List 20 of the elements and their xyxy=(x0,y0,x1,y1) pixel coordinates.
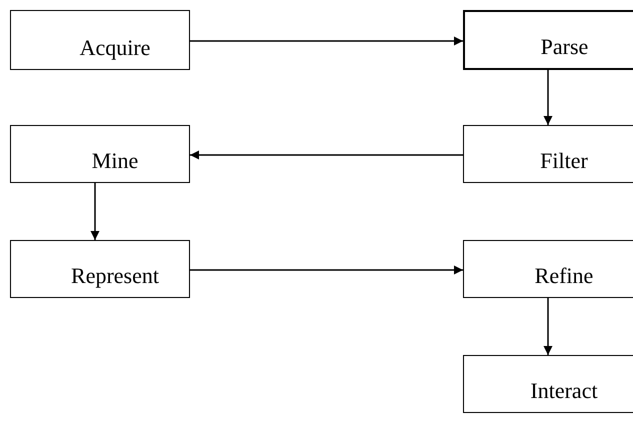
process-box xyxy=(10,10,190,70)
box-label: Refine xyxy=(534,263,594,289)
arrow xyxy=(544,70,552,125)
box-label: Interact xyxy=(529,378,598,404)
arrow xyxy=(90,183,100,240)
process-box xyxy=(463,355,633,413)
arrow xyxy=(190,150,463,160)
box-label: Filter xyxy=(539,148,588,174)
arrow xyxy=(544,298,552,355)
box-label: Parse xyxy=(540,34,588,60)
process-box xyxy=(463,125,633,183)
box-label: Represent xyxy=(70,263,159,289)
box-label: Mine xyxy=(90,148,138,174)
process-box xyxy=(10,125,190,183)
process-box xyxy=(463,240,633,298)
arrow xyxy=(190,36,463,46)
box-label: Acquire xyxy=(78,35,150,61)
process-box xyxy=(10,240,190,298)
process-box xyxy=(463,10,633,70)
arrow xyxy=(190,266,463,274)
